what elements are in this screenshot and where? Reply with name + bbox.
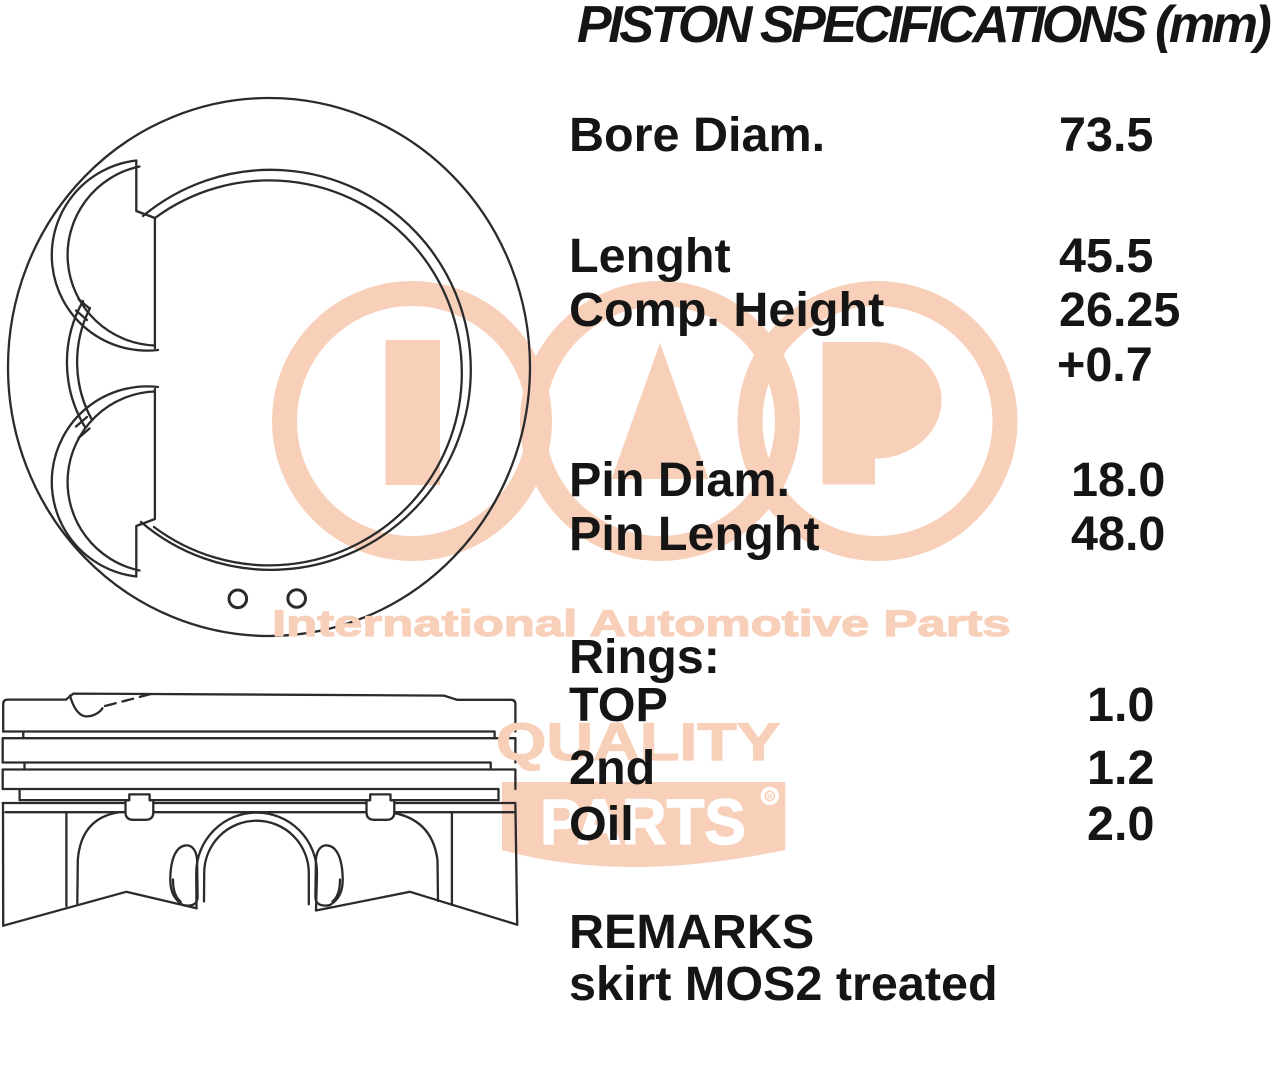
svg-text:R: R bbox=[767, 792, 773, 801]
